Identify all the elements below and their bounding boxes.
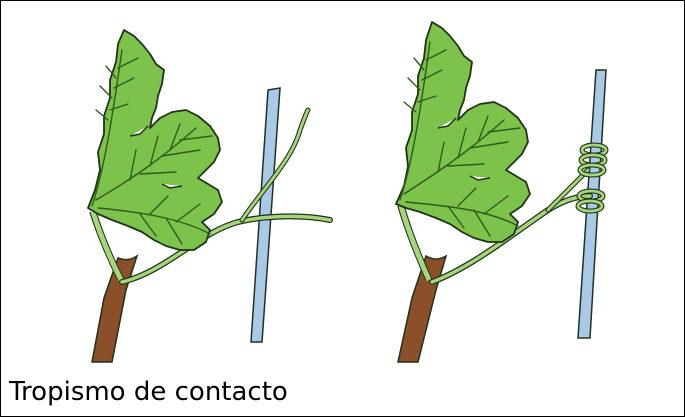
right-plant	[395, 21, 609, 363]
right-petiole	[397, 205, 433, 281]
left-leaf-veins	[91, 49, 213, 245]
right-tendril-coils	[575, 142, 609, 214]
left-petiole	[89, 211, 125, 281]
right-leaf-veins	[399, 41, 521, 237]
figure-caption: Tropismo de contacto	[9, 377, 288, 407]
left-plant	[87, 29, 333, 363]
right-support-stick	[577, 69, 607, 339]
